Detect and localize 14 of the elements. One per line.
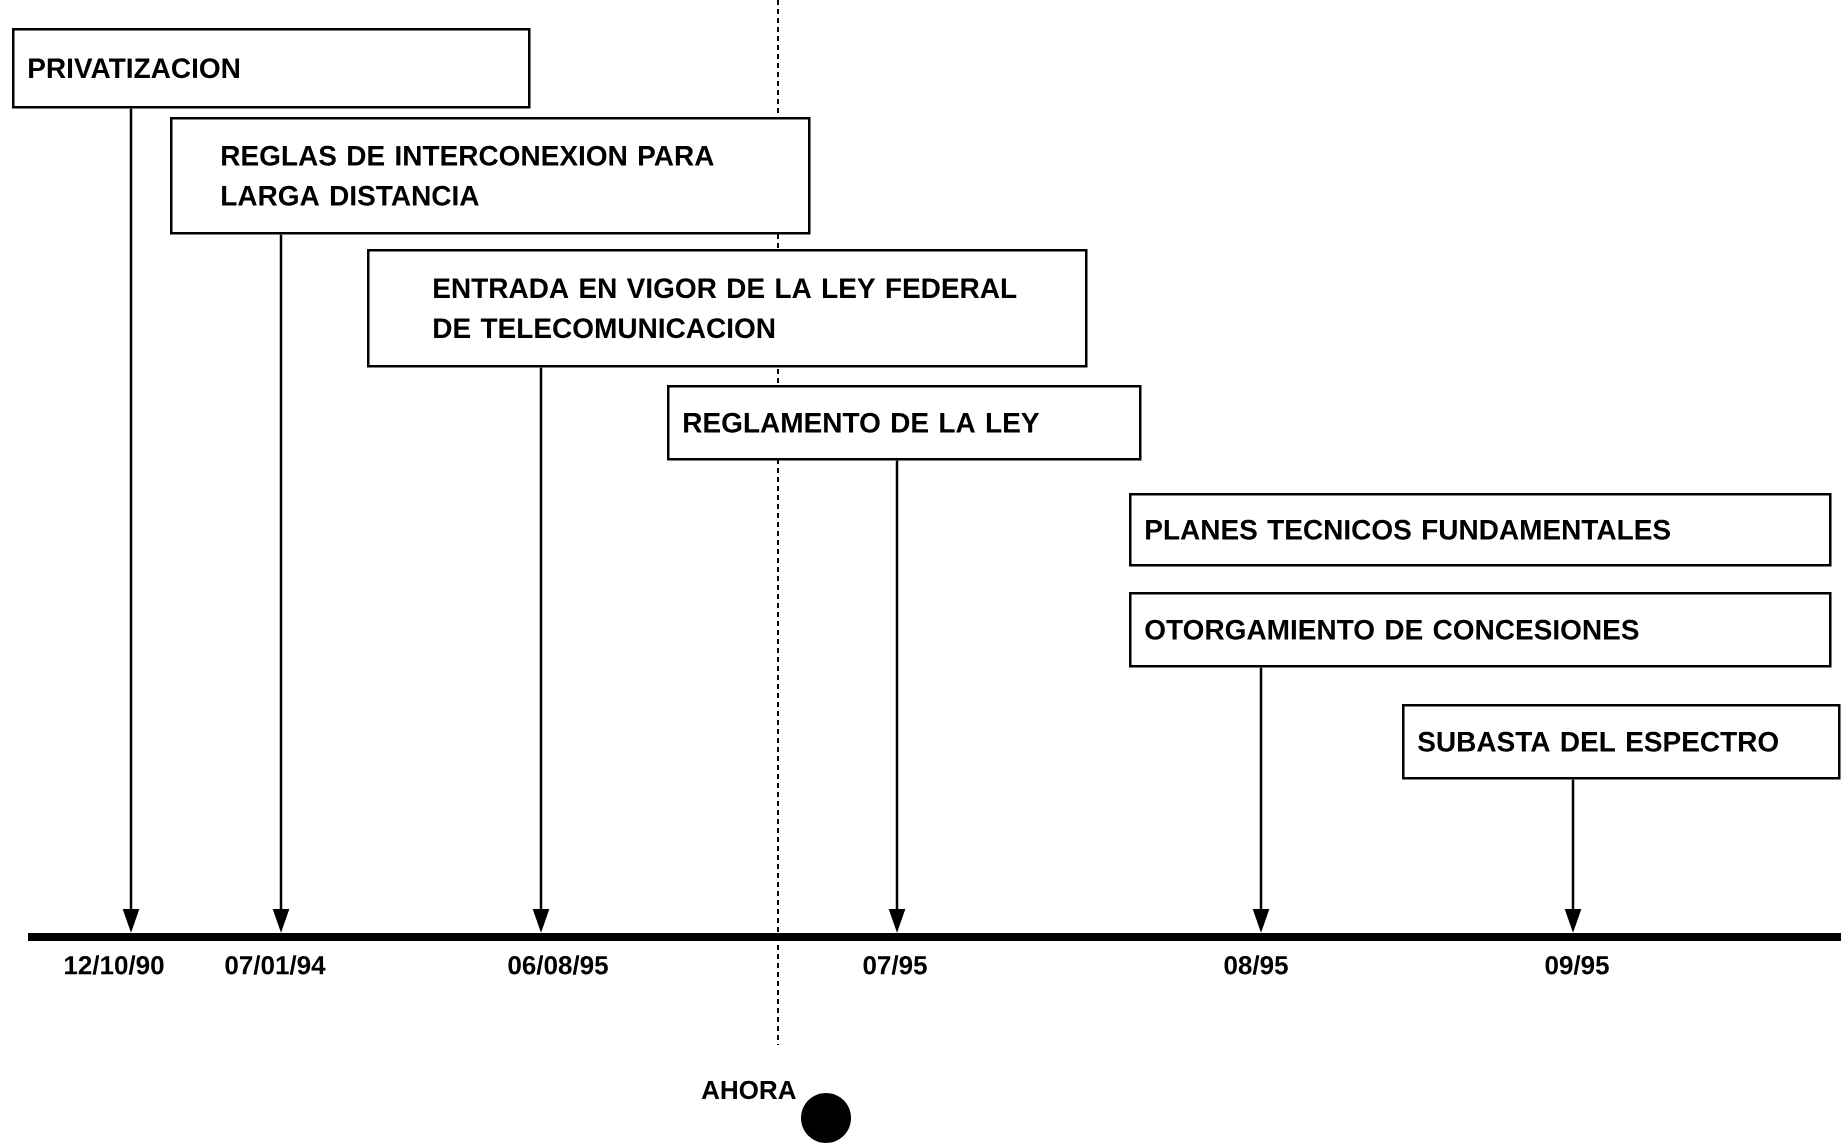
event-box: PLANES TECNICOS FUNDAMENTALES [1129,493,1832,567]
now-label: AHORA [701,1080,796,1100]
date-label: 12/10/90 [65,955,164,975]
event-box: REGLAMENTO DE LA LEY [667,385,1142,461]
event-box: OTORGAMIENTO DE CONCESIONES [1129,592,1832,668]
date-label: 09/95 [1545,955,1609,975]
date-label: 06/08/95 [508,955,608,975]
date-label: 07/95 [863,955,927,975]
date-label: 08/95 [1224,955,1288,975]
event-box: ENTRADA EN VIGOR DE LA LEY FEDERAL DE TELECOMUNICACION [367,249,1088,368]
event-box: PRIVATIZACION [12,28,531,109]
event-box: REGLAS DE INTERCONEXION PARA LARGA DISTANCIA [170,117,811,235]
event-box: SUBASTA DEL ESPECTRO [1402,704,1841,780]
date-label: 07/01/94 [225,955,326,975]
